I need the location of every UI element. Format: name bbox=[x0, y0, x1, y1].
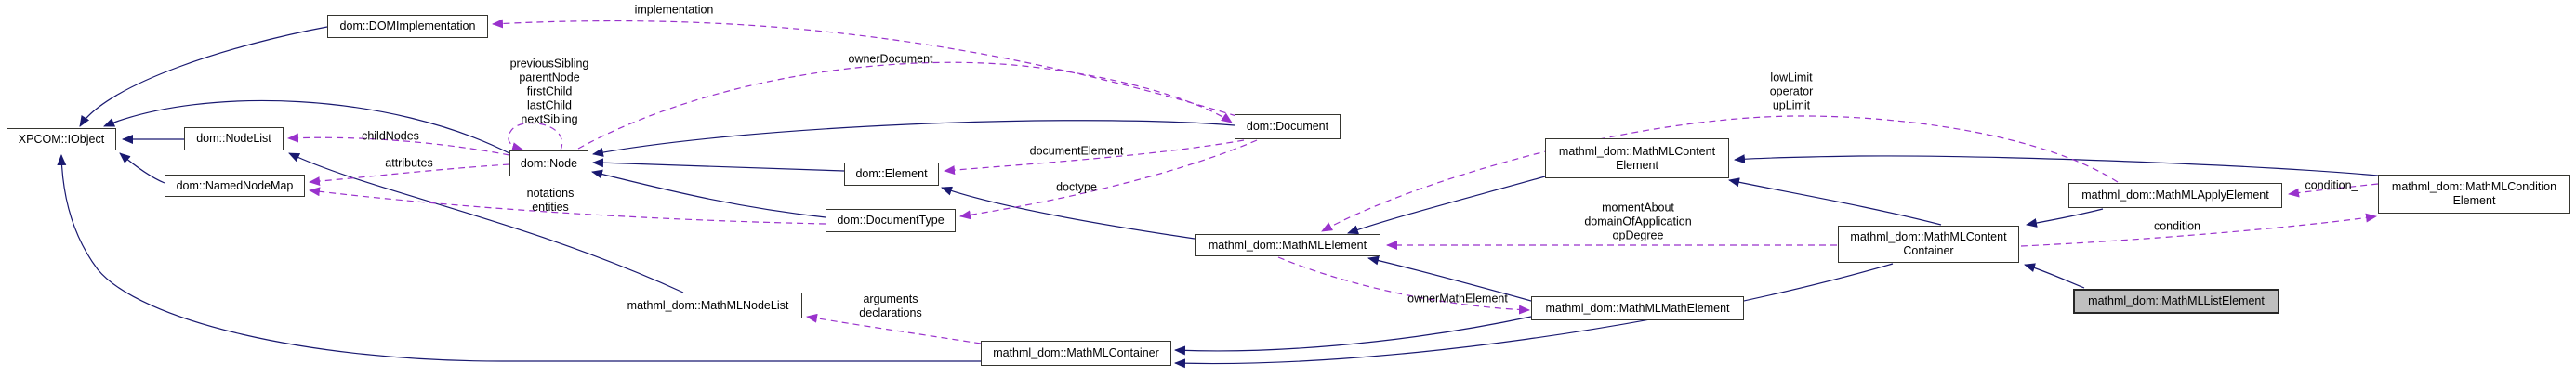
class-node-dom-nodelist[interactable]: dom::NodeList bbox=[184, 127, 284, 150]
class-node-dom-node[interactable]: dom::Node bbox=[509, 150, 588, 176]
class-label: mathml_dom::MathMLListElement bbox=[2088, 294, 2265, 307]
inheritance-edges bbox=[57, 26, 2379, 369]
class-label: dom::NamedNodeMap bbox=[176, 178, 294, 192]
edge-label-condition-underscore: condition_ bbox=[2305, 178, 2358, 192]
class-label: dom::DocumentType bbox=[837, 214, 945, 227]
class-label: dom::NodeList bbox=[196, 132, 271, 145]
class-node-mathml-applyelement[interactable]: mathml_dom::MathMLApplyElement bbox=[2068, 183, 2282, 208]
edge-label-childnodes: childNodes bbox=[362, 129, 419, 143]
edge-label-condition: condition bbox=[2153, 219, 2201, 233]
class-node-mathml-mathelement[interactable]: mathml_dom::MathMLMathElement bbox=[1531, 296, 1744, 320]
edge-label-apply-members: lowLimit operator upLimit bbox=[1769, 71, 1814, 112]
edge-label-contentcontainer-members: momentAbout domainOfApplication opDegree bbox=[1584, 201, 1692, 242]
class-node-mathml-contentelement[interactable]: mathml_dom::MathMLContent Element bbox=[1545, 138, 1729, 178]
class-node-dom-domimplementation[interactable]: dom::DOMImplementation bbox=[327, 15, 488, 38]
class-node-mathml-nodelist[interactable]: mathml_dom::MathMLNodeList bbox=[614, 292, 802, 318]
class-node-dom-namednodemap[interactable]: dom::NamedNodeMap bbox=[165, 175, 305, 197]
class-label: mathml_dom::MathMLCondition Element bbox=[2391, 180, 2557, 207]
class-label: mathml_dom::MathMLMathElement bbox=[1545, 301, 1730, 315]
edge-label-ownermathelement: ownerMathElement bbox=[1407, 292, 1508, 306]
class-label: dom::Document bbox=[1246, 120, 1329, 133]
class-node-mathml-listelement-current: mathml_dom::MathMLListElement bbox=[2073, 289, 2279, 314]
edge-label-container-members: arguments declarations bbox=[859, 292, 922, 319]
class-label: mathml_dom::MathMLContainer bbox=[993, 346, 1159, 359]
class-label: mathml_dom::MathMLElement bbox=[1208, 238, 1367, 252]
class-node-mathml-contentcontainer[interactable]: mathml_dom::MathMLContent Container bbox=[1838, 226, 2019, 263]
class-node-dom-element[interactable]: dom::Element bbox=[844, 162, 939, 186]
edge-label-notations-entities: notations entities bbox=[526, 187, 575, 214]
edge-label-doctype: doctype bbox=[1056, 180, 1097, 194]
class-label: mathml_dom::MathMLApplyElement bbox=[2081, 188, 2269, 202]
edge-label-documentelement: documentElement bbox=[1029, 144, 1124, 158]
class-label: XPCOM::IObject bbox=[18, 132, 105, 146]
edge-label-node-self-members: previousSibling parentNode firstChild la… bbox=[509, 57, 589, 126]
class-node-dom-documenttype[interactable]: dom::DocumentType bbox=[826, 209, 956, 232]
class-node-dom-document[interactable]: dom::Document bbox=[1235, 114, 1341, 139]
class-label: mathml_dom::MathMLNodeList bbox=[627, 298, 789, 312]
class-label: mathml_dom::MathMLContent Container bbox=[1850, 230, 2007, 257]
class-label: dom::Node bbox=[520, 156, 578, 170]
class-node-mathml-container[interactable]: mathml_dom::MathMLContainer bbox=[981, 341, 1171, 366]
usage-edges bbox=[287, 19, 2379, 344]
edge-label-implementation: implementation bbox=[634, 3, 714, 17]
class-label: dom::DOMImplementation bbox=[339, 20, 476, 32]
class-node-xpcom-iobject[interactable]: XPCOM::IObject bbox=[7, 128, 116, 150]
class-label: mathml_dom::MathMLContent Element bbox=[1558, 144, 1716, 172]
edge-label-attributes: attributes bbox=[385, 156, 433, 170]
edge-label-ownerdocument: ownerDocument bbox=[848, 52, 933, 66]
class-label: dom::Element bbox=[855, 167, 928, 180]
class-node-mathml-element[interactable]: mathml_dom::MathMLElement bbox=[1195, 234, 1380, 256]
class-node-mathml-conditionelement[interactable]: mathml_dom::MathMLCondition Element bbox=[2378, 175, 2570, 214]
